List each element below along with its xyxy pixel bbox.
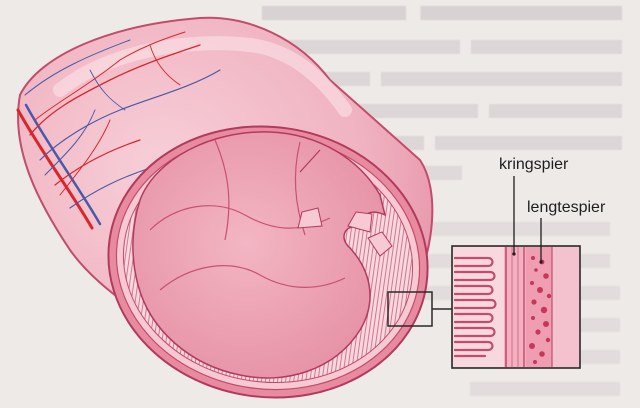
circular-muscle-band (504, 247, 526, 367)
villi-folds (455, 258, 496, 356)
kringspier-leader-dot (512, 252, 515, 255)
label-lengtespier: lengtespier (527, 199, 605, 217)
label-kringspier: kringspier (499, 156, 568, 174)
longitudinal-muscle-band (526, 247, 552, 367)
inset-detail (452, 246, 580, 368)
lengtespier-leader-dot (539, 260, 542, 263)
